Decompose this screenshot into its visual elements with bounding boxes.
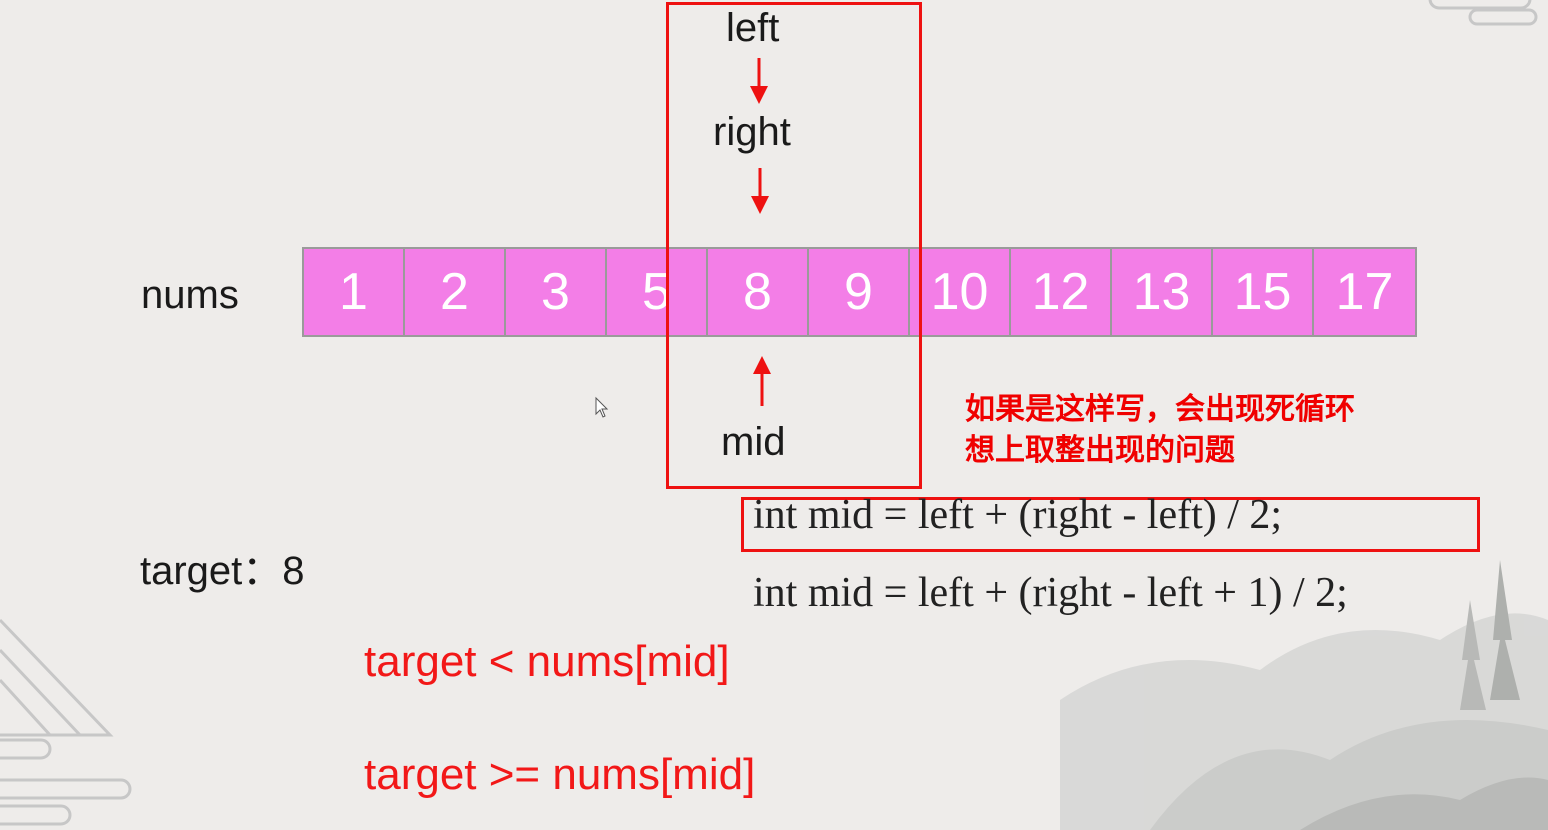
code-line-1: int mid = left + (right - left) / 2; [753, 492, 1283, 538]
target-label: target：8 [140, 549, 305, 593]
array-cell: 1 [304, 249, 405, 335]
arrow-down-icon [750, 58, 768, 104]
right-pointer-label: right [713, 110, 791, 154]
array-label: nums [141, 273, 239, 317]
decorative-lines-left [0, 618, 132, 826]
highlight-frame-pointers [666, 2, 922, 489]
array-cell: 5 [607, 249, 708, 335]
array-cell: 12 [1011, 249, 1112, 335]
array-cell: 13 [1112, 249, 1213, 335]
mouse-cursor-icon [595, 396, 609, 418]
decorative-lines-top-right [1428, 0, 1538, 26]
array-cell: 8 [708, 249, 809, 335]
arrow-up-icon [753, 356, 771, 406]
array-cell: 10 [910, 249, 1011, 335]
condition-less: target < nums[mid] [364, 637, 730, 686]
annotation-line: 如果是这样写，会出现死循环 [965, 392, 1355, 427]
array-cell: 15 [1213, 249, 1314, 335]
decorative-landscape [1060, 560, 1548, 830]
array-cell: 3 [506, 249, 607, 335]
highlight-frame-code [741, 497, 1480, 552]
annotation-note: 如果是这样写，会出现死循环 想上取整出现的问题 [965, 390, 1355, 471]
arrow-down-icon [751, 168, 769, 214]
condition-greater-equal: target >= nums[mid] [364, 750, 756, 799]
array-cell: 9 [809, 249, 910, 335]
array-cell: 17 [1314, 249, 1415, 335]
left-pointer-label: left [726, 6, 780, 50]
array-cell: 2 [405, 249, 506, 335]
mid-pointer-label: mid [721, 420, 786, 464]
code-line-2: int mid = left + (right - left + 1) / 2; [753, 570, 1348, 616]
annotation-line: 想上取整出现的问题 [965, 432, 1235, 468]
array: 1 2 3 5 8 9 10 12 13 15 17 [302, 247, 1417, 337]
